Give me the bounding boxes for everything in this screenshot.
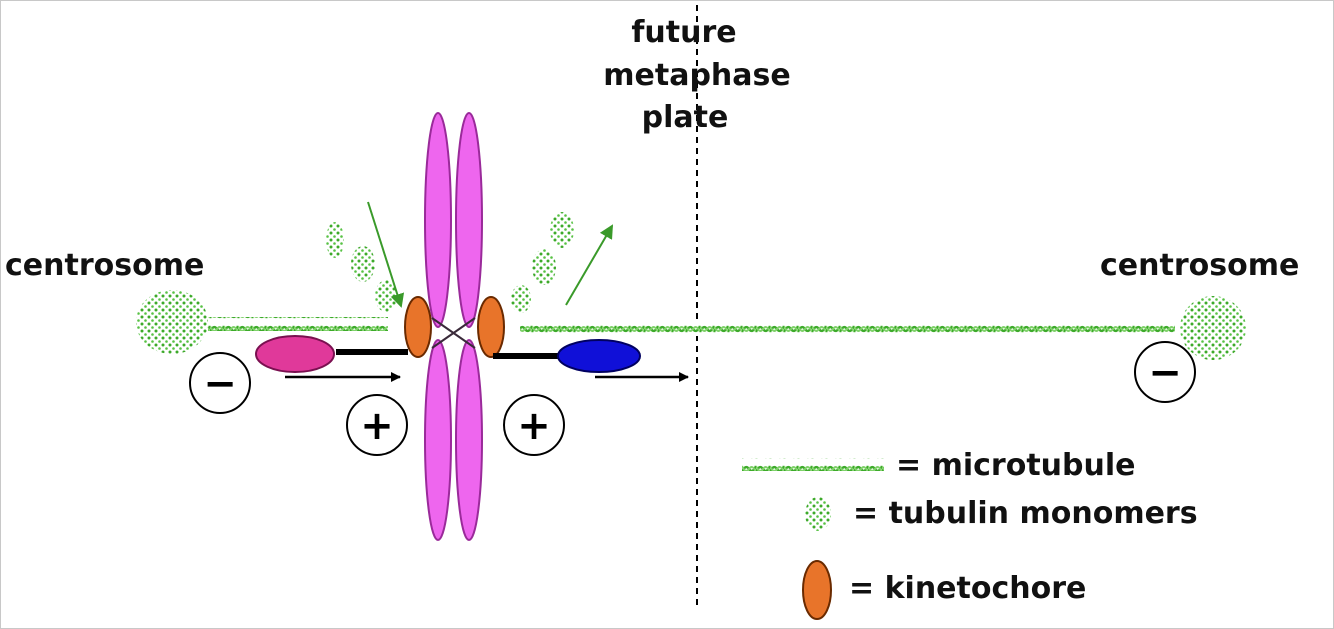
tubulin-monomers-left [326,222,397,312]
legend-tubulin-label: = tubulin monomers [853,496,1198,531]
legend-microtubule-label: = microtubule [896,448,1135,483]
left-minus-sign: − [189,352,251,414]
right-centrosome [1180,296,1246,360]
title-line-1: future [631,15,736,50]
title-line-2: metaphase [603,58,790,93]
kinetochore-left [404,296,432,358]
legend-microtubule-swatch [742,458,884,471]
legend-kinetochore-swatch [802,560,832,620]
legend-kinetochore-label: = kinetochore [849,571,1086,606]
left-centrosome [136,290,208,354]
left-plus-sign: + [346,394,408,456]
chromatid-right-lower [455,339,483,541]
svg-text:+: + [360,403,394,449]
left-centrosome-label: centrosome [5,248,204,283]
legend-tubulin-swatch [805,497,831,531]
left-motor-protein [255,335,335,373]
right-minus-sign: − [1134,341,1196,403]
title-line-3: plate [642,100,729,135]
svg-text:−: − [1148,350,1182,396]
chromatid-right-upper [455,112,483,328]
kinetochore-right [477,296,505,358]
right-motor-protein [557,339,641,373]
chromatid-left-upper [424,112,452,328]
legend: = microtubule = tubulin monomers = kinet… [742,448,1198,620]
metaphase-plate-label: future metaphase plate [603,15,790,135]
right-plus-sign: + [503,394,565,456]
chromosome [424,112,483,541]
tubulin-outgoing-arrow [565,224,614,306]
svg-text:+: + [517,403,551,449]
left-microtubule [208,317,388,331]
right-centrosome-label: centrosome [1100,248,1299,283]
tubulin-incoming-arrow [367,201,405,308]
svg-text:−: − [203,361,237,407]
chromatid-left-lower [424,339,452,541]
centromere [431,317,476,349]
tubulin-monomers-right [511,212,574,313]
right-microtubule [520,322,1175,336]
